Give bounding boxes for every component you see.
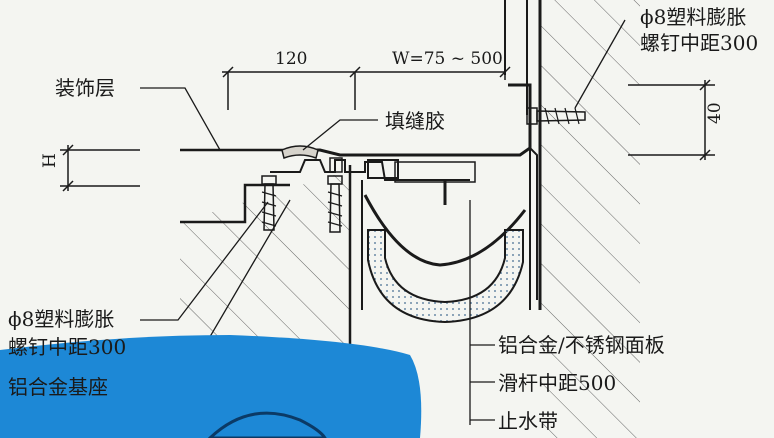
waterstop — [367, 229, 524, 324]
label-dim-120: 120 — [275, 49, 307, 69]
cover-plate-lip — [529, 147, 538, 300]
dimension-lines — [60, 66, 715, 192]
label-sealant: 填缝胶 — [385, 109, 445, 133]
aluminum-base — [270, 159, 470, 181]
base-clip — [329, 157, 343, 173]
label-bolt-left-1: ϕ8塑料膨胀 — [8, 307, 114, 331]
label-decoration-layer: 装饰层 — [55, 76, 115, 100]
label-cover-plate: 铝合金/不锈钢面板 — [498, 333, 665, 357]
label-bolt-top-1: ϕ8塑料膨胀 — [640, 5, 746, 29]
right-bolt — [526, 107, 586, 125]
label-slide-bar: 滑杆中距500 — [498, 371, 616, 395]
waterstop-upper — [363, 194, 527, 267]
slide-bar-clip — [367, 159, 399, 179]
sealant — [281, 145, 319, 159]
label-dim-w: W=75 ~ 500 — [392, 49, 503, 69]
left-slab-edge — [180, 183, 290, 224]
cover-plate — [290, 83, 532, 157]
label-waterstop: 止水带 — [498, 409, 558, 433]
label-bolt-top-2: 螺钉中距300 — [640, 31, 758, 55]
left-bolt-2 — [327, 175, 343, 233]
left-bolt-1 — [261, 175, 277, 231]
blue-blob — [0, 335, 422, 438]
label-bolt-left-2: 螺钉中距300 — [8, 335, 126, 359]
label-base: 铝合金基座 — [8, 375, 108, 399]
blob-curve — [207, 411, 327, 438]
label-dim-40: 40 — [705, 102, 725, 124]
label-dim-h: H — [40, 153, 60, 168]
slide-bar — [394, 161, 476, 183]
